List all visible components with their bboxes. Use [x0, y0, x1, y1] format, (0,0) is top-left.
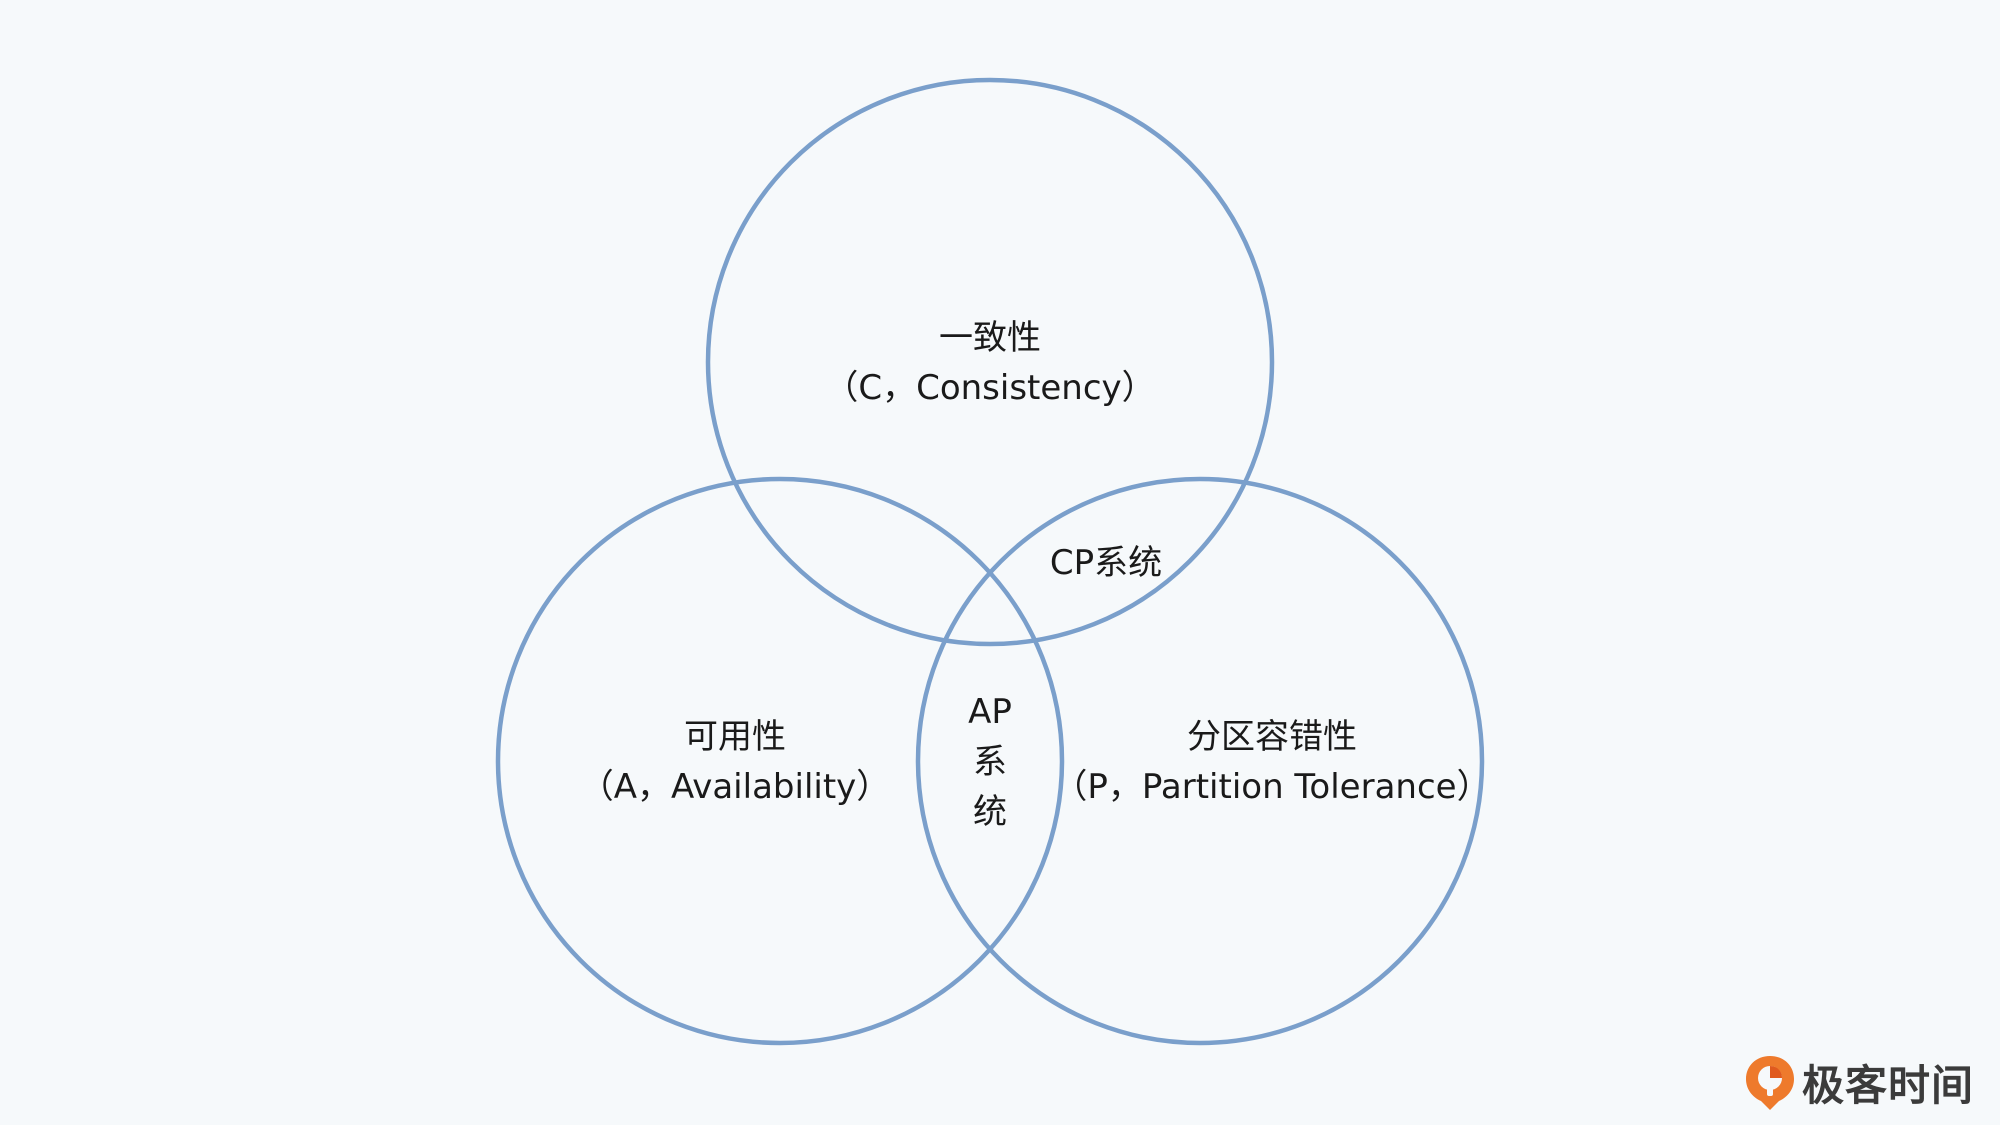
ap-system-label: AP 系 统 — [968, 687, 1012, 837]
ap-system-line-2: 系 — [972, 742, 1007, 782]
availability-title: 可用性 — [684, 717, 786, 757]
availability-label: 可用性 （A，Availability） — [580, 712, 891, 812]
cp-system-text: CP系统 — [1049, 543, 1163, 583]
consistency-title: 一致性 — [938, 318, 1041, 358]
geektime-logo-icon — [1746, 1056, 1794, 1110]
partition-circle — [915, 476, 1485, 1046]
availability-subtitle: （A，Availability） — [579, 767, 891, 807]
partition-subtitle: （P，Partition Tolerance） — [1053, 767, 1491, 807]
consistency-label: 一致性 （C，Consistency） — [824, 313, 1155, 413]
ap-system-line-1: AP — [968, 692, 1012, 732]
geektime-logo-text: 极客时间 — [1802, 1060, 1975, 1110]
partition-title: 分区容错性 — [1186, 717, 1357, 757]
consistency-circle — [705, 77, 1275, 647]
geektime-logo: 极客时间 — [1742, 1052, 1974, 1112]
consistency-subtitle: （C，Consistency） — [824, 368, 1156, 408]
partition-label: 分区容错性 （P，Partition Tolerance） — [1053, 712, 1490, 812]
ap-system-line-3: 统 — [972, 792, 1007, 832]
availability-circle — [495, 476, 1065, 1046]
cp-system-label: CP系统 — [1050, 538, 1162, 588]
